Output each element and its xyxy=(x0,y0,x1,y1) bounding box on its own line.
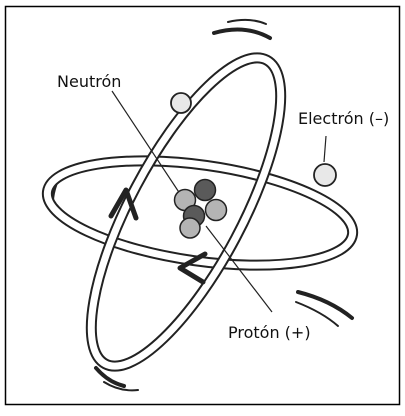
motion-line-top-2 xyxy=(227,18,267,25)
electrons xyxy=(170,92,337,187)
motion-line-right-2 xyxy=(295,301,339,327)
arrowhead-horizontal-orbit xyxy=(177,251,208,285)
pointer-electron xyxy=(323,135,327,163)
label-neutron: Neutrón xyxy=(57,72,121,91)
motion-line-top xyxy=(212,27,272,40)
orbit-tilted xyxy=(85,52,287,372)
motion-lines-icon xyxy=(51,18,354,392)
nucleon-proton xyxy=(193,178,217,202)
motion-line-right xyxy=(296,290,354,320)
motion-line-bottom xyxy=(94,366,126,388)
nucleon-neutron-3 xyxy=(179,217,201,239)
diagram-frame xyxy=(4,5,401,406)
pointer-proton xyxy=(205,225,273,313)
electron-right xyxy=(313,163,337,187)
electron-top xyxy=(170,92,192,114)
motion-line-bottom-2 xyxy=(103,381,139,392)
arrowhead-icon xyxy=(108,187,208,285)
label-electron: Electrón (–) xyxy=(298,109,389,128)
nucleus xyxy=(173,178,228,239)
nucleon-neutron-2 xyxy=(204,198,228,222)
label-proton: Protón (+) xyxy=(228,323,311,342)
arrowhead-tilted-orbit xyxy=(108,187,139,221)
